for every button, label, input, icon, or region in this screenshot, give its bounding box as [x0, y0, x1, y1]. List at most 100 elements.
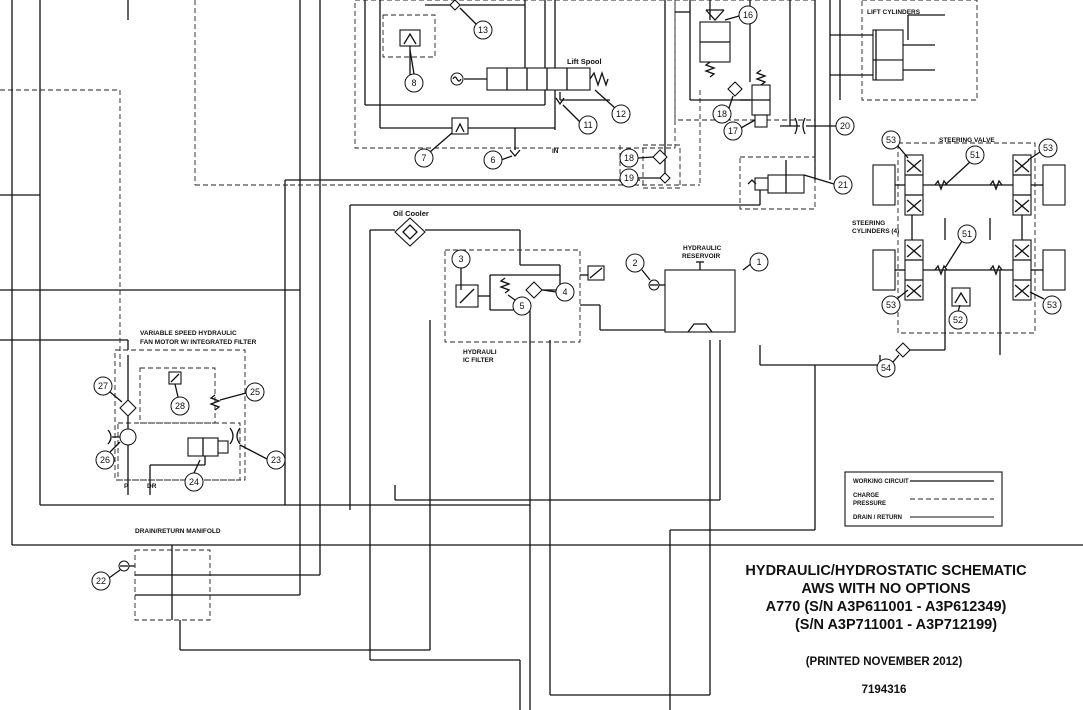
callout-25 — [245, 382, 265, 402]
callout-53-tl-text: 53 — [886, 135, 896, 145]
port-p-label: P — [124, 483, 129, 490]
steering-internals — [872, 154, 1066, 307]
callout-6-text: 6 — [490, 155, 495, 165]
legend-drain: DRAIN / RETURN — [853, 515, 902, 521]
callout-7-text: 7 — [421, 153, 426, 163]
fan-motor-label-2: FAN MOTOR W/ INTEGRATED FILTER — [140, 339, 257, 346]
callout-51-lower — [957, 224, 977, 244]
callout-27 — [93, 376, 113, 396]
hydraulic-filter-label-2: IC FILTER — [463, 357, 494, 364]
callout-21 — [833, 175, 853, 195]
callout-2-text: 2 — [632, 258, 637, 268]
filter-18-symbol — [652, 149, 668, 165]
fan-motor-inner — [139, 367, 216, 424]
title-line-1: HYDRAULIC/HYDROSTATIC SCHEMATIC — [745, 563, 1027, 579]
part-number: 7194316 — [862, 684, 907, 696]
in-label: IN — [552, 148, 559, 155]
callout-25-text: 25 — [250, 387, 260, 397]
filter-54-symbol — [895, 342, 911, 358]
callouts: 1 2 3 4 5 6 7 8 11 12 13 16 17 18 18 19 … — [91, 5, 1062, 591]
title-line-4: (S/N A3P711001 - A3P712199) — [795, 617, 997, 633]
callout-19-text: 19 — [624, 173, 634, 183]
hydraulic-filter-internals — [455, 264, 690, 331]
hydraulic-filter-label-1: HYDRAULI — [463, 349, 497, 356]
callout-1 — [749, 252, 769, 272]
callout-51-upper-text: 51 — [970, 150, 980, 160]
steering-valve-label: STEERING VALVE — [939, 137, 995, 144]
port-dr-label: DR — [147, 483, 157, 490]
callout-11-text: 11 — [583, 120, 592, 130]
callout-28 — [170, 396, 190, 416]
callout-53-br-text: 53 — [1047, 300, 1057, 310]
drain-manifold-label: DRAIN/RETURN MANIFOLD — [135, 528, 221, 535]
callout-11 — [578, 115, 598, 135]
callout-52-text: 52 — [953, 315, 963, 325]
callout-5-text: 5 — [519, 301, 524, 311]
steering-cylinders-label-2: CYLINDERS (4) — [852, 228, 899, 235]
lift-lock-internals — [699, 0, 816, 180]
callout-18-upper — [712, 104, 732, 124]
callout-51-lower-text: 51 — [962, 229, 972, 239]
callout-20 — [835, 116, 855, 136]
callout-4 — [555, 282, 575, 302]
legend-working: WORKING CIRCUIT — [853, 479, 909, 485]
callout-54 — [876, 358, 896, 378]
callout-26 — [95, 450, 115, 470]
hydraulic-reservoir — [664, 269, 736, 333]
title-line-2: AWS WITH NO OPTIONS — [801, 581, 970, 597]
callout-26-text: 26 — [100, 455, 110, 465]
callout-18-lower — [619, 148, 639, 168]
callout-3-text: 3 — [458, 254, 463, 264]
fan-motor-label-1: VARIABLE SPEED HYDRAULIC — [140, 330, 237, 337]
lift-cylinders-enclosure — [861, 0, 978, 101]
steering-cylinders-label-1: STEERING — [852, 220, 885, 227]
callout-23-text: 23 — [271, 455, 281, 465]
callout-16 — [738, 5, 758, 25]
callout-27-text: 27 — [98, 381, 108, 391]
callout-51-upper — [965, 145, 985, 165]
fan-motor-lower — [117, 422, 241, 481]
callout-22-text: 22 — [96, 576, 106, 586]
callout-13-text: 13 — [478, 25, 488, 35]
callout-6 — [483, 150, 503, 170]
oil-cooler-inner — [402, 224, 418, 240]
callout-1-text: 1 — [756, 257, 761, 267]
callout-22 — [91, 571, 111, 591]
callout-7 — [414, 148, 434, 168]
callout-5 — [512, 296, 532, 316]
lift-spool-label: Lift Spool — [567, 57, 602, 66]
hydraulic-reservoir-label-1: HYDRAULIC — [683, 245, 722, 252]
callout-21-text: 21 — [838, 180, 848, 190]
steering-valve-enclosure — [897, 142, 1036, 334]
callout-53-br — [1042, 295, 1062, 315]
callout-24-text: 24 — [189, 477, 199, 487]
callout-16-text: 16 — [743, 10, 753, 20]
check-19-symbol — [659, 172, 671, 184]
callout-13 — [473, 20, 493, 40]
lift-cylinders-label: LIFT CYLINDERS — [867, 9, 921, 16]
hydraulic-reservoir-label-2: RESERVOIR — [682, 253, 720, 260]
callout-17-text: 17 — [728, 126, 738, 136]
callout-3 — [451, 249, 471, 269]
fan-motor-internals — [107, 355, 241, 495]
legend-charge-1: CHARGE — [853, 493, 879, 499]
callout-2 — [625, 253, 645, 273]
callout-53-tr — [1038, 138, 1058, 158]
callout-18-upper-text: 18 — [717, 109, 727, 119]
main-valve-internals — [364, 0, 750, 180]
printed-date: (PRINTED NOVEMBER 2012) — [806, 656, 963, 668]
callout-53-tl — [881, 130, 901, 150]
hydraulic-filter-enclosure — [444, 249, 581, 343]
relief-valve-8-box — [382, 14, 436, 58]
callout-28-text: 28 — [175, 401, 185, 411]
valve-21 — [747, 160, 805, 194]
callout-54-text: 54 — [881, 363, 891, 373]
title-line-3: A770 (S/N A3P611001 - A3P612349) — [766, 599, 1007, 615]
callout-52 — [948, 310, 968, 330]
legend-charge-2: PRESSURE — [853, 501, 886, 507]
callout-24 — [184, 472, 204, 492]
fan-motor-enclosure — [114, 349, 246, 481]
callout-23 — [266, 450, 286, 470]
